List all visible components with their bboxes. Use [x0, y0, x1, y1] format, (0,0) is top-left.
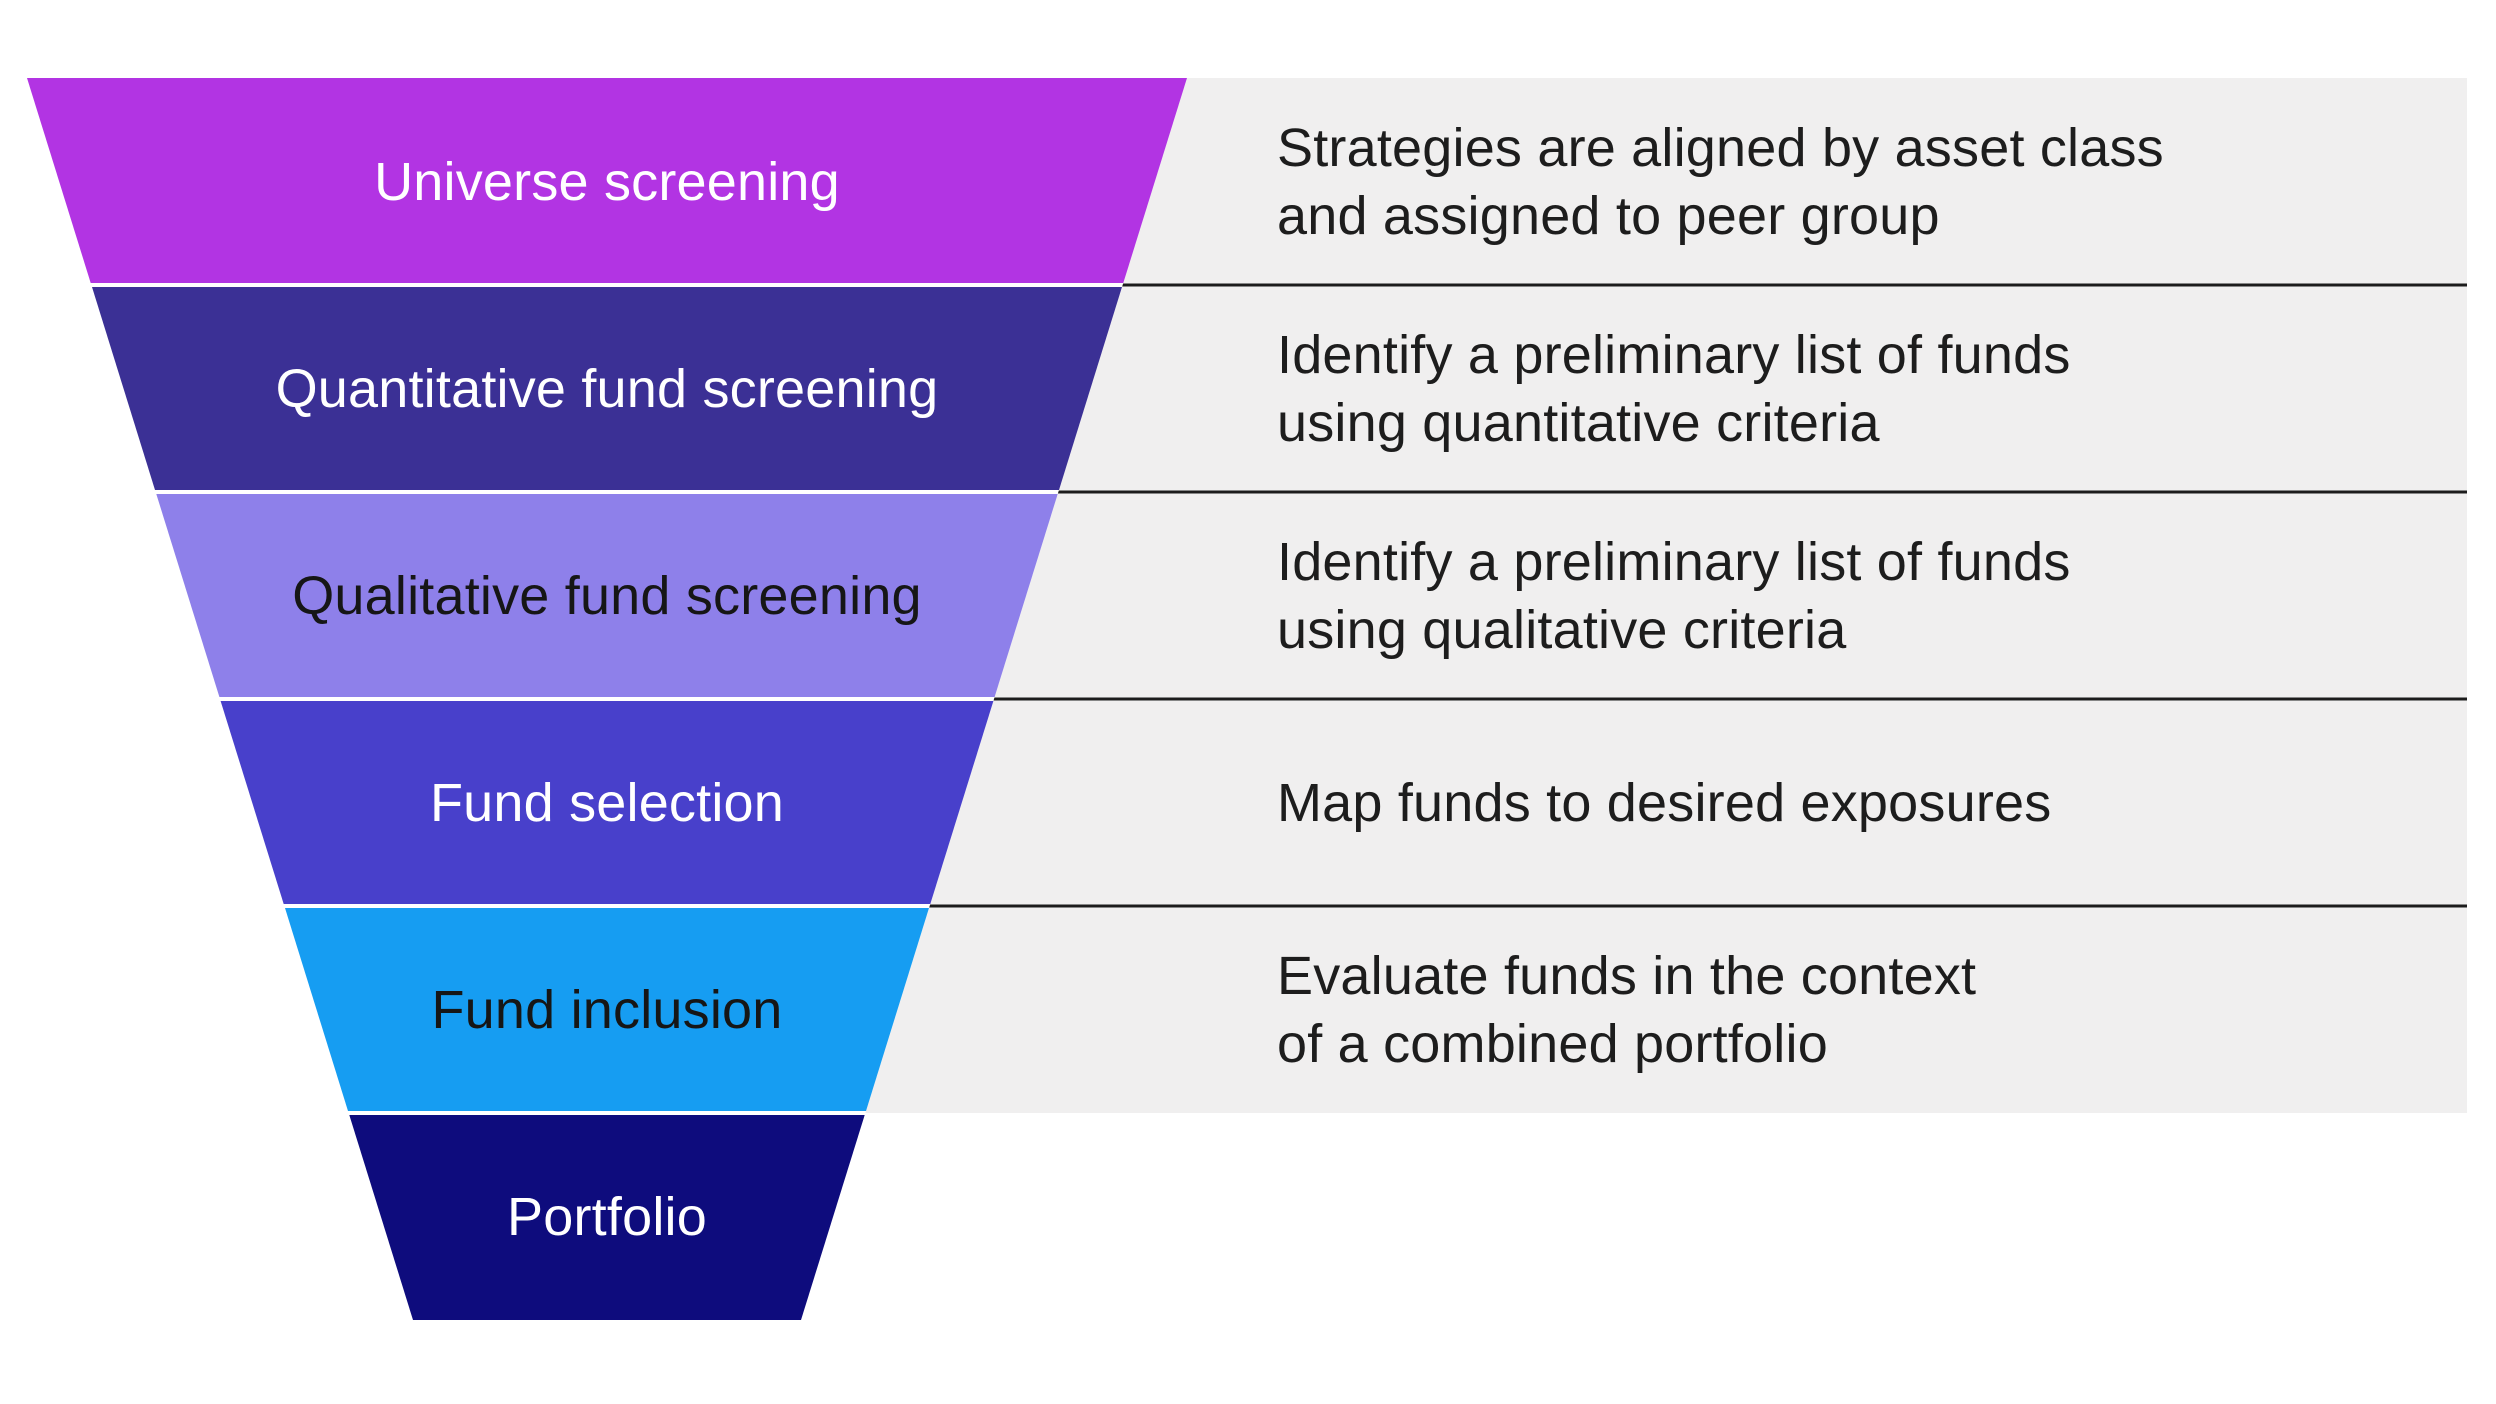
row-separator-line	[600, 490, 2467, 494]
funnel-stage	[285, 908, 929, 1111]
row-separator-line	[600, 283, 2467, 287]
funnel-stage	[349, 1115, 865, 1320]
row-separator-line	[600, 697, 2467, 701]
row-separator-line	[600, 904, 2467, 908]
funnel-stage	[156, 494, 1058, 697]
funnel-stage	[27, 78, 1187, 283]
funnel-stage	[220, 701, 994, 904]
funnel-stage	[92, 287, 1122, 490]
